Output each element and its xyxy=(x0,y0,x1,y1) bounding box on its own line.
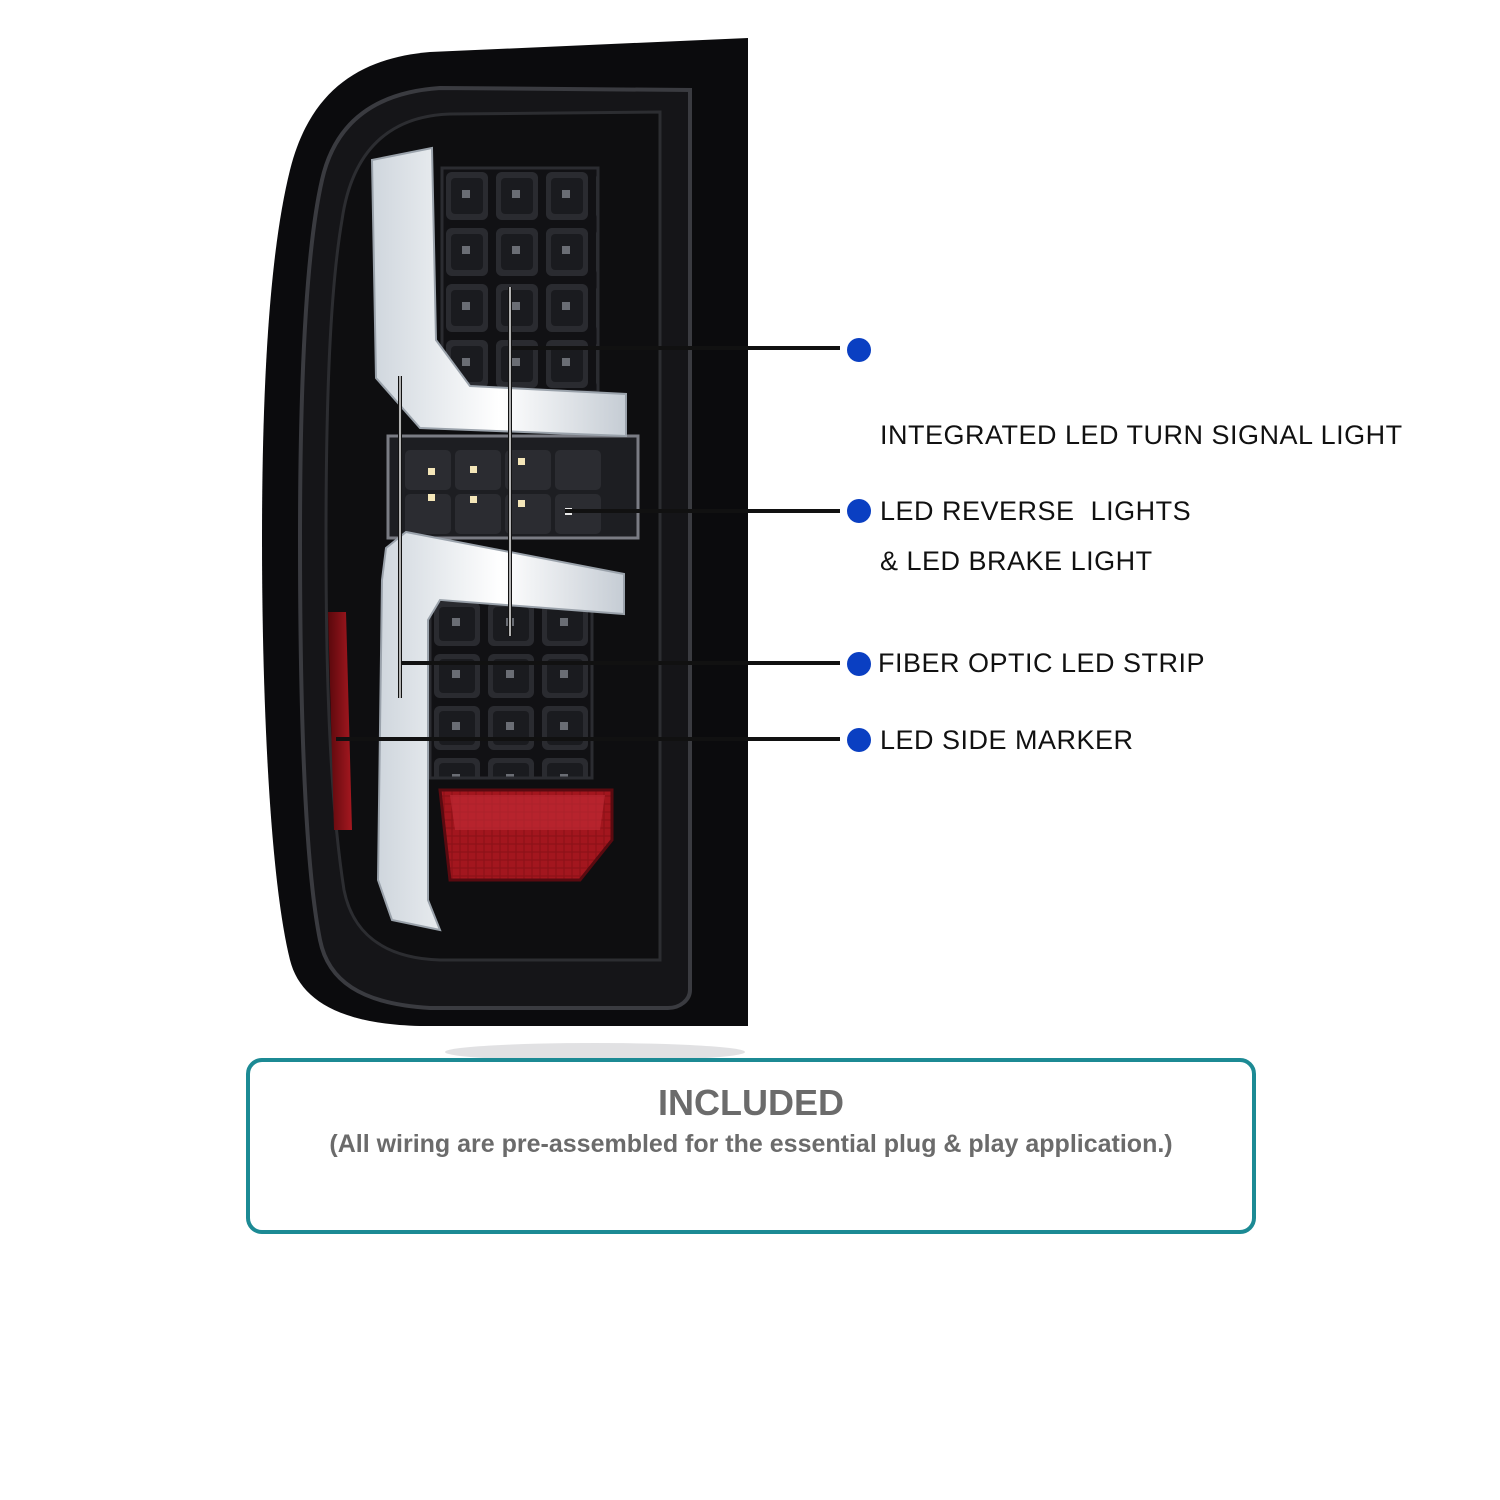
upper-led-grid xyxy=(440,166,600,394)
callout-fiber-label: FIBER OPTIC LED STRIP xyxy=(878,648,1206,678)
included-title: INCLUDED xyxy=(658,1082,844,1123)
included-box: INCLUDED (All wiring are pre-assembled f… xyxy=(246,1058,1256,1234)
callout-dot-side-marker xyxy=(847,728,871,752)
callout-dots xyxy=(847,338,871,752)
callout-dot-reverse xyxy=(847,499,871,523)
reverse-led-cells xyxy=(405,450,601,534)
floor-shadow xyxy=(445,1043,745,1061)
callout-turn-brake-line2: & LED BRAKE LIGHT xyxy=(880,546,1153,576)
included-note: (All wiring are pre-assembled for the es… xyxy=(329,1130,1173,1158)
fiber-optic-strip-lower xyxy=(376,530,625,932)
callout-dot-turn-brake xyxy=(847,338,871,362)
fiber-optic-strip xyxy=(370,146,627,438)
callout-side-marker-label: LED SIDE MARKER xyxy=(880,725,1134,755)
side-marker-lens xyxy=(328,612,352,830)
callout-dot-fiber xyxy=(847,652,871,676)
callout-reverse-label: LED REVERSE LIGHTS xyxy=(880,496,1192,526)
callout-turn-brake-line1: INTEGRATED LED TURN SIGNAL LIGHT xyxy=(880,420,1403,450)
callout-turn-brake-label: INTEGRATED LED TURN SIGNAL LIGHT & LED B… xyxy=(880,330,1403,624)
